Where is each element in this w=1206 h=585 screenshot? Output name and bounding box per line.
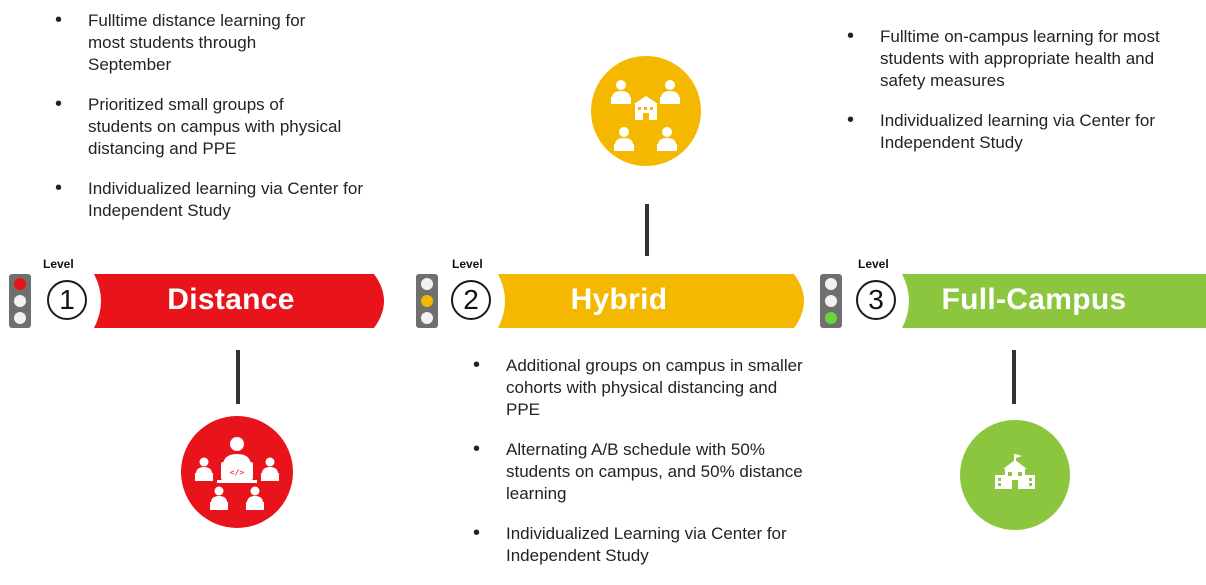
level-2-connector bbox=[645, 204, 649, 256]
svg-text:</>: </> bbox=[230, 468, 245, 477]
level-3-connector bbox=[1012, 350, 1016, 404]
level-1-bullet-list: Fulltime distance learning for most stud… bbox=[50, 9, 390, 240]
traffic-light-green-icon bbox=[820, 274, 842, 328]
level-2-bullet: Individualized Learning via Center for I… bbox=[468, 522, 796, 567]
level-3-bullet: Fulltime on-campus learning for most stu… bbox=[842, 25, 1170, 92]
level-1-connector bbox=[236, 350, 240, 404]
level-3-number: 3 bbox=[856, 280, 896, 320]
students-around-school-icon bbox=[591, 56, 701, 166]
level-1-title: Distance bbox=[167, 283, 295, 316]
level-3-banner bbox=[902, 274, 1206, 328]
traffic-light-yellow-icon bbox=[416, 274, 438, 328]
level-1-bullet: Prioritized small groups of students on … bbox=[50, 93, 348, 160]
level-1-number: 1 bbox=[47, 280, 87, 320]
school-building-icon bbox=[960, 420, 1070, 530]
level-1-banner bbox=[94, 274, 384, 328]
level-2-title: Hybrid bbox=[570, 283, 668, 316]
level-1-bullet: Individualized learning via Center for I… bbox=[50, 177, 388, 222]
level-1-label: Level bbox=[43, 257, 74, 271]
traffic-light-red-icon bbox=[9, 274, 31, 328]
level-2-bullet: Alternating A/B schedule with 50% studen… bbox=[468, 438, 806, 505]
level-2-number: 2 bbox=[451, 280, 491, 320]
level-3-label: Level bbox=[858, 257, 889, 271]
level-3-bullet-list: Fulltime on-campus learning for most stu… bbox=[842, 25, 1182, 172]
distance-learners-icon: </> bbox=[181, 416, 293, 528]
level-2-bullet-list: Additional groups on campus in smaller c… bbox=[468, 354, 828, 585]
level-2-bullet: Additional groups on campus in smaller c… bbox=[468, 354, 806, 421]
level-3-title: Full-Campus bbox=[941, 283, 1127, 316]
level-1-bullet: Fulltime distance learning for most stud… bbox=[50, 9, 338, 76]
level-2-label: Level bbox=[452, 257, 483, 271]
level-2-banner bbox=[498, 274, 804, 328]
level-3-bullet: Individualized learning via Center for I… bbox=[842, 109, 1180, 154]
